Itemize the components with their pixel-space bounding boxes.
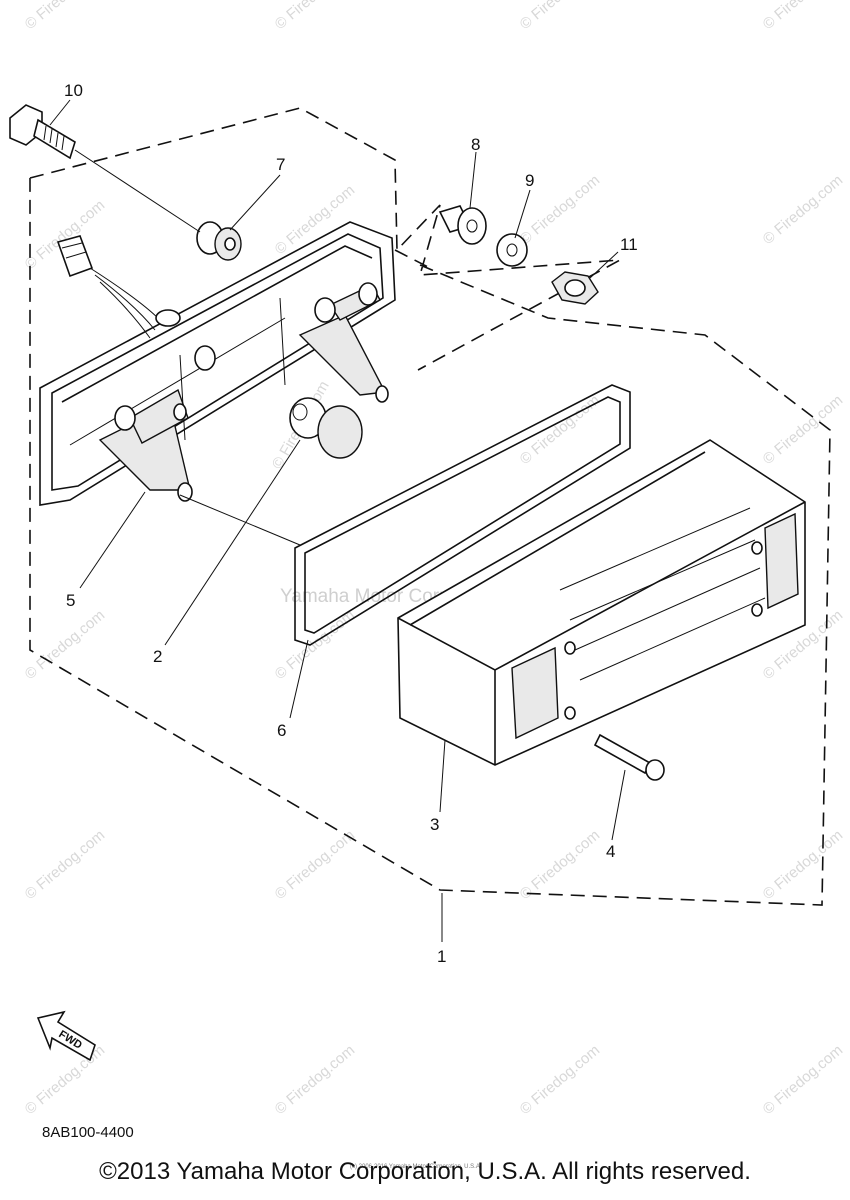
nut-11 (551, 271, 599, 305)
leader-lines (49, 99, 626, 942)
watermark: © Firedog.com (760, 172, 846, 248)
assembly-boundary (29, 107, 831, 906)
watermark: © Firedog.com (517, 0, 603, 33)
part-label-1: 1 (437, 947, 446, 966)
part-label-8: 8 (471, 135, 480, 154)
part-label-3: 3 (430, 815, 439, 834)
lamp-housing (39, 221, 396, 506)
part-label-11: 11 (620, 235, 638, 254)
watermark: © Firedog.com (760, 392, 846, 468)
small-notice: (c) 2006-2016 Yamaha Motor Corporation, … (350, 1164, 482, 1170)
watermark: © Firedog.com (272, 607, 358, 683)
washer-9 (496, 233, 528, 267)
diagram-code: 8AB100-4400 (42, 1124, 134, 1141)
watermark: © Firedog.com (760, 827, 846, 903)
watermark: © Firedog.com (517, 827, 603, 903)
watermark: © Firedog.com (272, 1042, 358, 1118)
lens-3 (397, 439, 806, 766)
watermark: © Firedog.com (272, 827, 358, 903)
watermark: © Firedog.com (517, 392, 603, 468)
part-label-10: 10 (64, 81, 83, 100)
watermark: © Firedog.com (760, 1042, 846, 1118)
part-label-4: 4 (606, 842, 615, 861)
part-label-7: 7 (276, 155, 285, 174)
watermark: © Firedog.com (517, 1042, 603, 1118)
bulb-socket (289, 397, 363, 459)
part-label-2: 2 (153, 647, 162, 666)
gasket-6 (294, 384, 631, 646)
watermark: © Firedog.com (272, 0, 358, 33)
fwd-arrow: FWD (36, 1010, 96, 1062)
watermark: © Firedog.com (22, 1042, 108, 1118)
part-label-6: 6 (277, 721, 286, 740)
watermark: © Firedog.com (22, 607, 108, 683)
watermark: © Firedog.com (760, 0, 846, 33)
part-label-9: 9 (525, 171, 534, 190)
grommet-7 (196, 221, 242, 261)
part-labels: 10 7 8 9 11 5 2 6 3 4 1 (64, 81, 638, 966)
watermark: © Firedog.com (22, 0, 108, 33)
copyright-notice: ©2013 Yamaha Motor Corporation, U.S.A. A… (99, 1158, 751, 1185)
part-label-5: 5 (66, 591, 75, 610)
collar-8 (438, 205, 487, 245)
wire-harness (56, 235, 181, 339)
watermark: © Firedog.com (22, 827, 108, 903)
bolt-10 (9, 104, 76, 160)
screw-4 (593, 733, 665, 781)
